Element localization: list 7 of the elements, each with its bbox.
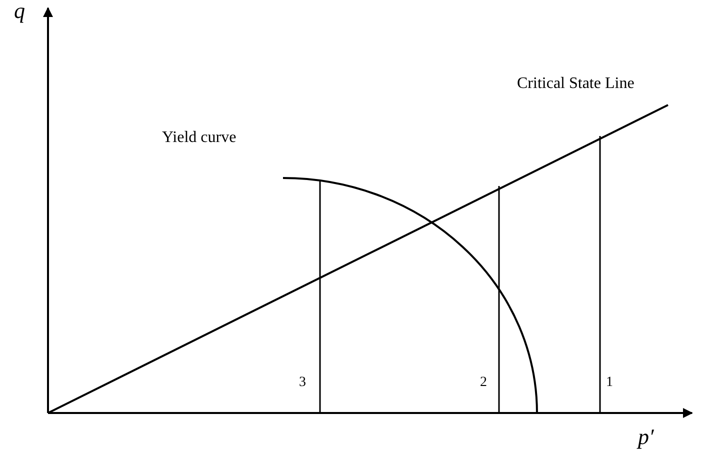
line-label: Critical State Line (517, 76, 634, 92)
axis-label: q (14, 0, 25, 22)
path-number: 1 (606, 376, 613, 390)
curve-label: Yield curve (162, 130, 236, 146)
axis-label: p′ (638, 426, 654, 448)
path-number: 3 (299, 376, 306, 390)
path-number: 2 (480, 376, 487, 390)
